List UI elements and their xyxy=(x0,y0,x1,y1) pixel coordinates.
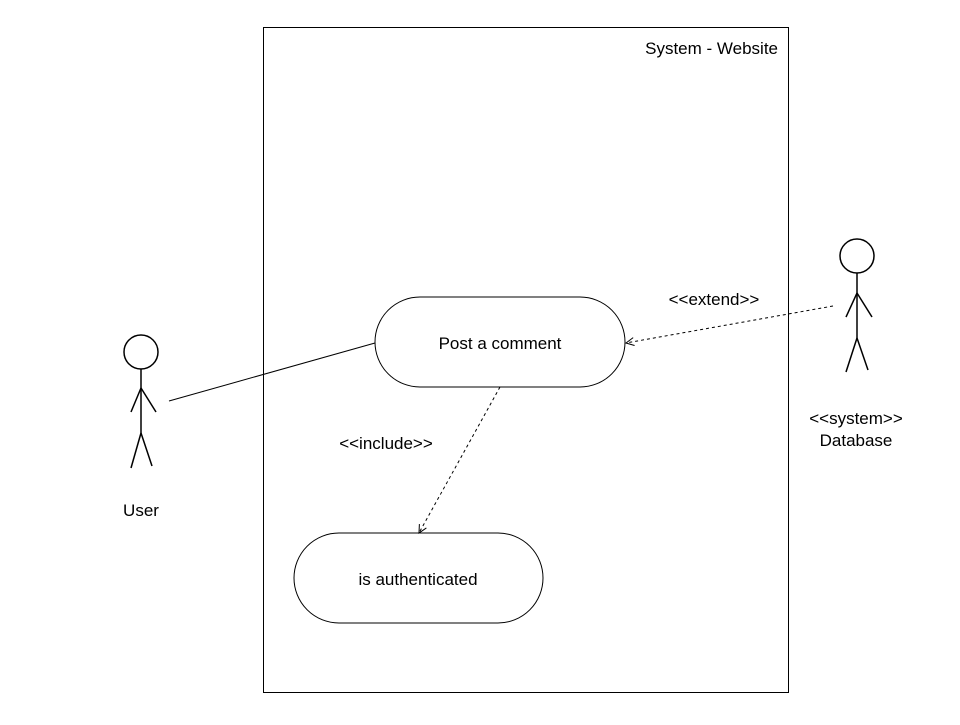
actor-database-arm-left xyxy=(845,292,858,318)
system-boundary-title: System - Website xyxy=(645,39,778,58)
actor-user-leg-right xyxy=(140,432,153,467)
use-case-authenticated-label: is authenticated xyxy=(358,570,477,589)
actor-database-label: Database xyxy=(820,431,893,450)
association-user-post-comment xyxy=(168,342,376,402)
actor-database-head xyxy=(839,238,875,274)
actor-database: <<system>> Database xyxy=(809,238,903,450)
use-case-post-comment-label: Post a comment xyxy=(439,334,562,353)
include-connector xyxy=(419,386,501,533)
actor-database-arm-right xyxy=(856,292,873,318)
use-case-authenticated: is authenticated xyxy=(293,532,544,624)
use-case-post-comment: Post a comment xyxy=(374,296,626,388)
actor-user-head xyxy=(123,334,159,370)
extend-connector xyxy=(626,305,834,343)
actor-user-arm-left xyxy=(130,387,142,413)
actor-user: User xyxy=(123,334,159,520)
extend-label: <<extend>> xyxy=(669,290,760,309)
actor-user-label: User xyxy=(123,501,159,520)
actor-user-leg-left xyxy=(130,432,142,469)
actor-database-leg-left xyxy=(845,337,858,373)
system-boundary xyxy=(263,27,789,693)
actor-user-arm-right xyxy=(140,387,157,413)
include-label: <<include>> xyxy=(339,434,433,453)
actor-database-stereotype: <<system>> xyxy=(809,409,903,428)
actor-database-leg-right xyxy=(856,337,869,371)
